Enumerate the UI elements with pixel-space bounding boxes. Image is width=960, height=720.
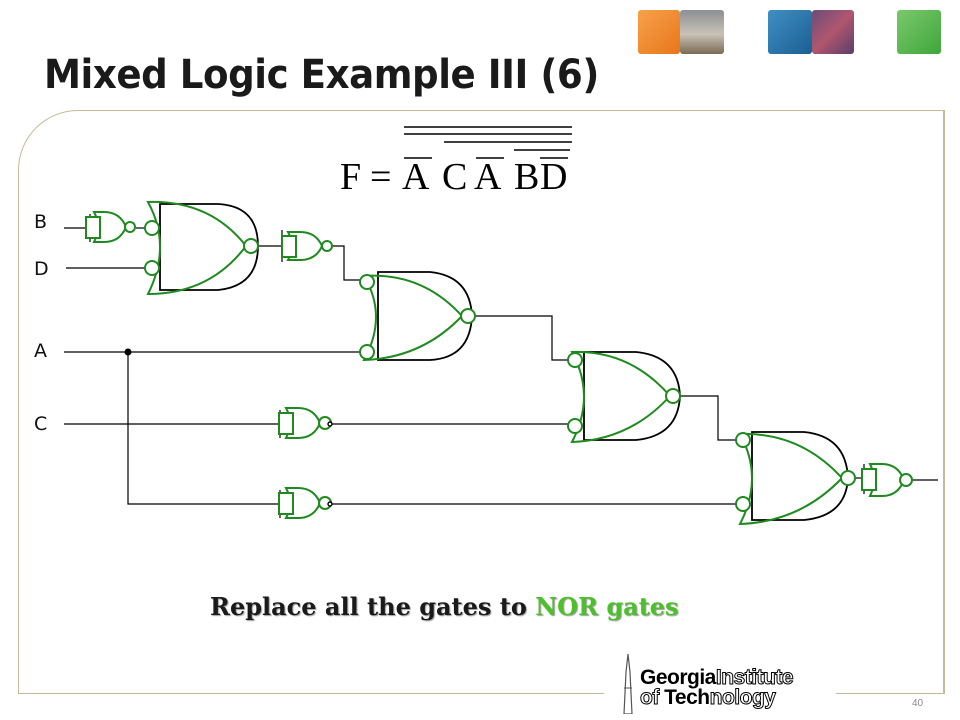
inverter-g1	[281, 230, 333, 262]
wire-g4-out	[680, 395, 740, 441]
logo-line-1: GeorgiaInstitute	[640, 666, 794, 690]
equation-equals: =	[370, 156, 391, 198]
equation-lhs: F	[340, 156, 361, 198]
junction-dot	[124, 348, 132, 356]
caption: Replace all the gates to NOR gates	[210, 592, 770, 621]
wire-g3-out	[474, 315, 574, 361]
caption-highlight: NOR gates	[535, 592, 679, 621]
equation-term-c: C	[442, 156, 467, 198]
equation: F = A C A B D	[340, 126, 572, 198]
circuit-photo-thumbnail	[812, 10, 854, 54]
wires	[64, 227, 938, 505]
equation-term-d: D	[540, 156, 567, 198]
orange-block-thumbnail	[638, 10, 680, 54]
input-label-c: C	[34, 413, 47, 435]
gate-1-nor	[144, 200, 259, 296]
gate-3-nor	[567, 350, 681, 444]
wire-a-branch	[127, 352, 280, 505]
inverter-output	[861, 463, 913, 497]
georgia-tech-logo: GeorgiaInstitute of Technology	[604, 650, 836, 716]
input-label-b: B	[34, 211, 47, 233]
slide-title: Mixed Logic Example III (6)	[44, 52, 599, 98]
inverter-b	[85, 211, 136, 243]
caption-text: Replace all the gates to	[210, 592, 536, 621]
inverter-a	[278, 487, 333, 519]
green-block-thumbnail	[897, 10, 941, 54]
inverter-c	[278, 407, 333, 439]
equation-term-b: B	[514, 156, 539, 198]
equation-term-a2: A	[474, 156, 502, 198]
logo-line-2: of Technology	[639, 686, 776, 710]
input-label-d: D	[34, 258, 49, 280]
tower-icon	[623, 654, 633, 714]
equation-term-a1: A	[402, 156, 430, 198]
campus-photo-thumbnail	[680, 10, 724, 54]
gate-2-nor	[359, 271, 476, 362]
wire-g2-in	[330, 245, 370, 281]
input-label-a: A	[34, 340, 47, 362]
gate-4-nor	[735, 431, 856, 526]
blue-block-thumbnail	[768, 10, 812, 54]
page-number: 40	[912, 698, 924, 709]
content-panel	[18, 110, 945, 694]
